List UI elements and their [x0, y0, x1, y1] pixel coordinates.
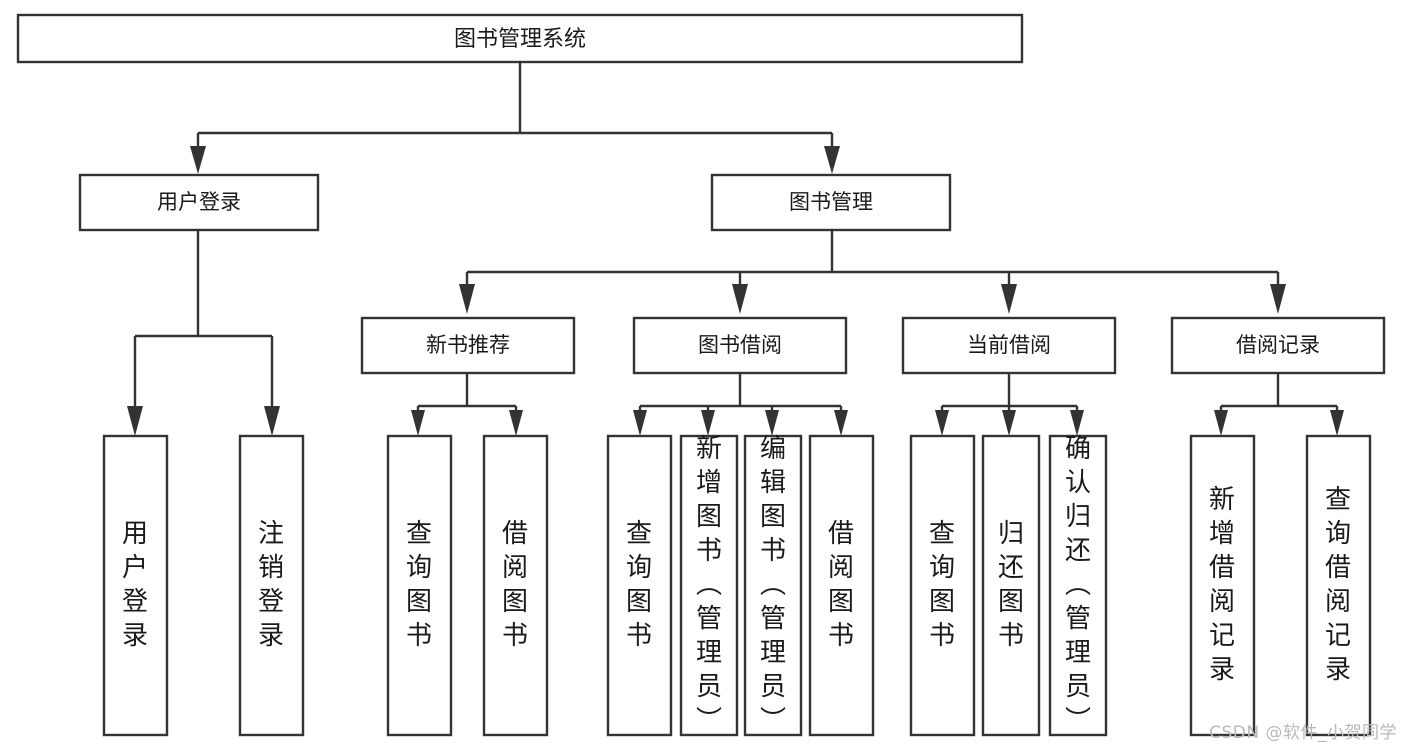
leaf-borrow-book-1[interactable]: 借阅图书	[482, 434, 549, 737]
leaf-user-login[interactable]: 用户登录	[102, 434, 169, 737]
edges-root-to-level2	[190, 62, 840, 174]
arrow-to-new-book-recommend	[459, 284, 475, 314]
leaf-confirm-return-label: 确认归还︵管理员︶	[1065, 434, 1091, 736]
arrow-leaf-query-book-1	[411, 410, 425, 436]
arrow-leaf-add-record	[1214, 410, 1228, 436]
arrow-leaf-borrow-book-2	[834, 410, 848, 436]
leaf-query-book-2[interactable]: 查询图书	[606, 434, 673, 737]
arrow-leaf-return-book	[1002, 410, 1016, 436]
leaf-add-book[interactable]: 新增图书︵管理员︶	[679, 434, 739, 737]
arrow-leaf-query-book-3	[935, 410, 949, 436]
node-book-borrow-label: 图书借阅	[698, 333, 782, 357]
node-borrow-record[interactable]: 借阅记录	[1170, 316, 1386, 375]
arrow-leaf-confirm-return	[1070, 410, 1084, 436]
node-user-login-box[interactable]	[78, 173, 320, 232]
edges-user-login-to-leaves	[127, 230, 280, 436]
leaf-edit-book[interactable]: 编辑图书︵管理员︶	[743, 434, 803, 737]
leaf-edit-book-label: 编辑图书︵管理员︶	[760, 434, 786, 736]
node-book-management-label: 图书管理	[789, 190, 873, 214]
leaf-query-book-2-label: 查询图书	[626, 519, 652, 651]
node-root-label: 图书管理系统	[454, 27, 586, 52]
leaf-borrow-book-1-label: 借阅图书	[502, 519, 528, 651]
node-user-login[interactable]: 用户登录	[78, 173, 320, 232]
leaf-query-book-3[interactable]: 查询图书	[909, 434, 976, 737]
node-borrow-record-label: 借阅记录	[1236, 333, 1320, 357]
leaf-query-record[interactable]: 查询借阅记录	[1305, 434, 1372, 737]
arrow-to-user-login	[190, 146, 206, 174]
node-borrow-record-box[interactable]	[1170, 316, 1386, 375]
arrow-to-book-management	[824, 146, 840, 174]
edges-new-book-to-leaves	[411, 373, 523, 436]
node-current-borrow[interactable]: 当前借阅	[901, 316, 1117, 375]
arrow-leaf-user-login	[127, 406, 143, 436]
leaf-add-record[interactable]: 新增借阅记录	[1189, 434, 1256, 737]
leaf-query-book-1-label: 查询图书	[406, 519, 432, 651]
node-current-borrow-box[interactable]	[901, 316, 1117, 375]
edges-book-borrow-to-leaves	[633, 373, 848, 436]
node-new-book-recommend-label: 新书推荐	[426, 333, 510, 357]
csdn-watermark: CSDN @软件_小贺同学	[1209, 723, 1397, 743]
leaf-borrow-book-1-box[interactable]	[482, 434, 549, 737]
node-book-management-box[interactable]	[710, 173, 952, 232]
leaf-logout[interactable]: 注销登录	[238, 434, 305, 737]
leaf-logout-label: 注销登录	[258, 519, 284, 651]
leaf-query-book-3-box[interactable]	[909, 434, 976, 737]
node-book-borrow[interactable]: 图书借阅	[632, 316, 848, 375]
arrow-leaf-query-book-2	[633, 410, 647, 436]
arrow-leaf-logout	[264, 406, 280, 436]
edges-current-borrow-to-leaves	[935, 373, 1084, 436]
arrow-leaf-edit-book	[765, 410, 779, 436]
leaf-query-book-3-label: 查询图书	[929, 519, 955, 651]
arrow-to-current-borrow	[1001, 284, 1017, 314]
node-book-borrow-box[interactable]	[632, 316, 848, 375]
leaf-borrow-book-2[interactable]: 借阅图书	[808, 434, 875, 737]
arrow-leaf-add-book	[701, 410, 715, 436]
leaf-return-book[interactable]: 归还图书	[981, 434, 1041, 737]
leaf-return-book-label: 归还图书	[998, 519, 1024, 651]
arrow-to-borrow-record	[1270, 284, 1286, 314]
node-new-book-recommend[interactable]: 新书推荐	[360, 316, 576, 375]
leaf-borrow-book-2-label: 借阅图书	[828, 519, 854, 651]
leaf-edit-book-box[interactable]	[743, 434, 803, 737]
leaf-logout-box[interactable]	[238, 434, 305, 737]
leaf-add-book-label: 新增图书︵管理员︶	[696, 434, 722, 736]
leaf-return-book-box[interactable]	[981, 434, 1041, 737]
leaf-add-book-box[interactable]	[679, 434, 739, 737]
leaf-query-book-1-box[interactable]	[386, 434, 453, 737]
edges-book-management-to-level3	[459, 230, 1286, 314]
leaf-query-book-1[interactable]: 查询图书	[386, 434, 453, 737]
node-user-login-label: 用户登录	[157, 190, 241, 214]
leaf-query-record-box[interactable]	[1305, 434, 1372, 737]
leaf-query-book-2-box[interactable]	[606, 434, 673, 737]
edges-borrow-record-to-leaves	[1214, 373, 1344, 436]
leaf-borrow-book-2-box[interactable]	[808, 434, 875, 737]
leaf-add-record-label: 新增借阅记录	[1209, 485, 1235, 685]
arrow-leaf-borrow-book-1	[509, 410, 523, 436]
leaf-user-login-label: 用户登录	[122, 519, 148, 651]
arrow-to-book-borrow	[732, 284, 748, 314]
arrow-leaf-query-record	[1330, 410, 1344, 436]
leaf-confirm-return-box[interactable]	[1048, 434, 1108, 737]
leaf-user-login-box[interactable]	[102, 434, 169, 737]
node-current-borrow-label: 当前借阅	[967, 333, 1051, 357]
leaf-query-record-label: 查询借阅记录	[1325, 485, 1351, 685]
node-root[interactable]: 图书管理系统	[16, 13, 1024, 64]
node-new-book-recommend-box[interactable]	[360, 316, 576, 375]
leaf-add-record-box[interactable]	[1189, 434, 1256, 737]
leaf-confirm-return[interactable]: 确认归还︵管理员︶	[1048, 434, 1108, 737]
node-root-box[interactable]	[16, 13, 1024, 64]
node-book-management[interactable]: 图书管理	[710, 173, 952, 232]
